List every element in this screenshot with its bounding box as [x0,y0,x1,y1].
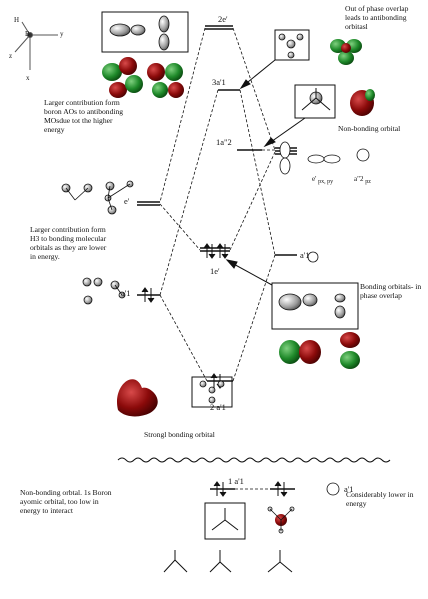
level-a1-core: a'1 [344,484,354,494]
label-a2pp: a"2 pz [354,175,371,186]
axis-label-z: z [9,52,13,60]
axis-label-b: B [25,30,30,38]
axis-label-x: x [26,74,30,82]
orbital-boxes [101,11,359,540]
level-1a2pp: 1a"2 [216,137,232,147]
orbital-surfaces [102,39,375,526]
note-nonbonding-1s: Non-bonding orbtal. 1s Boron ayomic orbi… [20,488,112,515]
label-e-prime-sub: px, py [318,179,334,185]
label-a2pp-text: a"2 [354,175,364,183]
label-e-prime-text: e' [312,175,317,183]
level-2e1: 2e' [218,14,228,24]
note-larger-boron: Larger contribution form boron AOs to an… [44,98,124,134]
note-out-of-phase: Out of phase overlap leads to antibondin… [345,4,409,31]
level-2a1: 2 a'1 [210,402,226,412]
bh3-skeletons [163,550,293,573]
level-a1-left: a'1 [121,288,131,298]
atom-sketches [61,141,370,534]
level-1e1: 1e' [210,266,220,276]
label-a2pp-sub: pz [365,179,371,185]
level-3a1: 3a'1 [212,77,226,87]
level-a1-right: a'1 [300,250,310,260]
box-bonds [211,88,331,531]
note-strong-bonding: Strongl bonding orbital [144,430,215,439]
note-larger-h3: Larger contribution form H3 to bonding m… [30,225,107,261]
axis-label-h: H [14,16,20,24]
annotation-arrows [225,59,306,286]
note-lower-energy: Considerably lower in energy [346,490,414,508]
axis-label-y: y [60,30,64,38]
wavy-divider [117,457,391,463]
atom-bonds [65,183,293,531]
label-e-prime: e' px, py [312,175,333,186]
note-non-bonding: Non-bonding orbital [338,124,401,133]
axes-icon [14,21,58,70]
correlation-lines [159,27,276,490]
note-bonding-inphase: Bonding orbitals- in phase overlap [360,282,422,300]
level-1a1: 1 a'1 [228,476,244,486]
level-e1: e' [124,196,130,206]
